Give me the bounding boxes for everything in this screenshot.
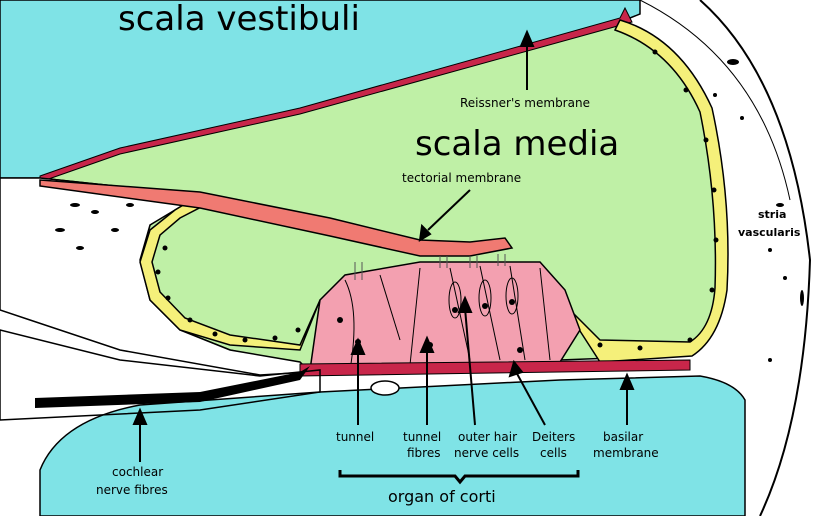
tunnel-label: tunnel xyxy=(336,430,374,444)
cochlear-nerve-label-line2: nerve fibres xyxy=(96,483,168,497)
outer-hair-label-line2: nerve cells xyxy=(454,446,519,460)
cochlear-nerve-label-line1: cochlear xyxy=(112,465,163,479)
reissners-membrane-label: Reissner's membrane xyxy=(460,96,590,110)
tunnel-fibres-label-line2: fibres xyxy=(407,446,440,460)
outer-hair-label-line1: outer hair xyxy=(458,430,517,444)
deiters-label-line2: cells xyxy=(540,446,567,460)
organ-of-corti-label: organ of corti xyxy=(388,487,496,506)
basilar-membrane-label-line1: basilar xyxy=(603,430,643,444)
tunnel-fibres-label-line1: tunnel xyxy=(403,430,441,444)
basilar-membrane-label-line2: membrane xyxy=(593,446,659,460)
scala-vestibuli-label: scala vestibuli xyxy=(118,0,360,39)
scala-media-label: scala media xyxy=(415,124,619,164)
stria-vascularis-label-line1: stria xyxy=(758,208,786,221)
spiral-vessel xyxy=(371,381,399,395)
tectorial-membrane-label: tectorial membrane xyxy=(402,171,521,185)
deiters-label-line1: Deiters xyxy=(532,430,575,444)
stria-vascularis-label-line2: vascularis xyxy=(738,226,801,239)
organ-of-corti-shape xyxy=(310,262,580,372)
